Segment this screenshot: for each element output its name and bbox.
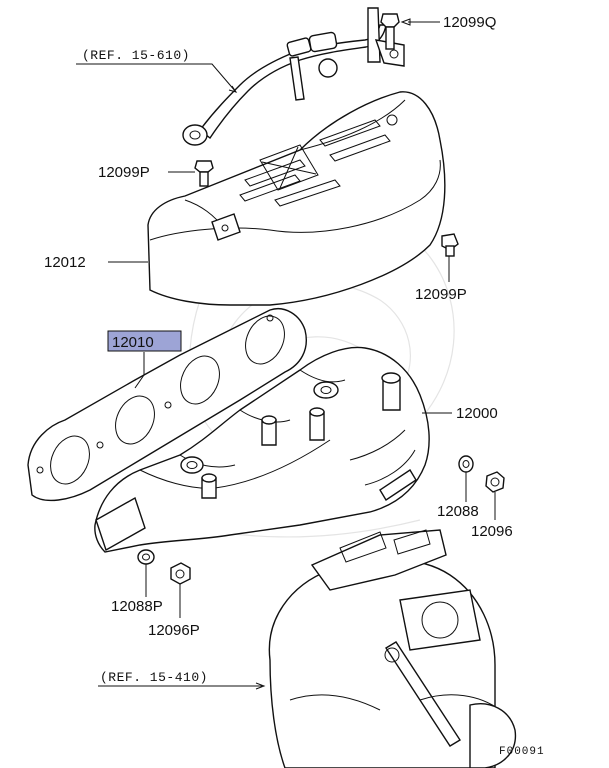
bolt-12099p-cover	[194, 160, 214, 187]
part-label-12010: 12010	[112, 334, 154, 351]
ref-label-oil-pipe: (REF. 15-610)	[82, 48, 190, 63]
part-label-12099p-cover: 12099P	[98, 164, 150, 181]
banjo-fitting	[182, 124, 208, 146]
leader-lines	[76, 18, 496, 690]
part-label-12088p: 12088P	[111, 598, 163, 615]
manifold-gasket	[27, 308, 307, 502]
ref-label-turbo: (REF. 15-410)	[100, 670, 208, 685]
washer-12088p	[137, 549, 155, 565]
figure-code: F00091	[499, 746, 545, 758]
part-label-12000: 12000	[456, 405, 498, 422]
part-label-12096p: 12096P	[148, 622, 200, 639]
washer-12088	[458, 455, 474, 473]
exhaust-manifold	[94, 346, 430, 553]
part-label-12088: 12088	[437, 503, 479, 520]
nut-12096	[485, 471, 505, 493]
turbocharger	[268, 529, 517, 768]
part-label-12099p-right: 12099P	[415, 286, 467, 303]
part-label-12010-highlight	[107, 330, 182, 352]
oil-pipe	[182, 7, 405, 146]
part-label-12099q: 12099Q	[443, 14, 496, 31]
part-label-12012: 12012	[44, 254, 86, 271]
nut-12096p	[170, 562, 191, 585]
bolt-12099p-right	[441, 233, 459, 257]
bolt-12099q	[380, 13, 400, 50]
callout-labels: (REF. 15-610) 12099Q 12099P 12012 12010 …	[44, 14, 545, 758]
part-label-12096: 12096	[471, 523, 513, 540]
heat-protector-cover	[147, 91, 446, 306]
